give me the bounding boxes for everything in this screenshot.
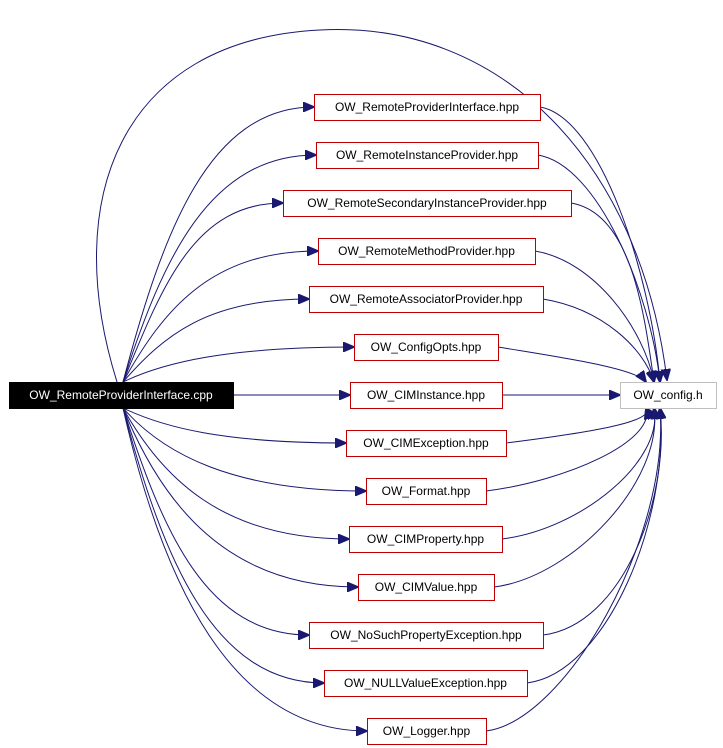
header-node-1[interactable]: OW_RemoteInstanceProvider.hpp	[316, 142, 539, 169]
header-node-1-label: OW_RemoteInstanceProvider.hpp	[336, 148, 518, 162]
sink-node-label: OW_config.h	[633, 388, 702, 402]
edge-root-to-header-7	[122, 407, 346, 443]
header-node-1-box	[316, 142, 539, 169]
header-node-3-box	[318, 238, 536, 265]
edge-root-to-header-10	[122, 407, 358, 587]
edge-root-to-header-13	[122, 407, 367, 731]
nodes-layer: OW_RemoteProviderInterface.cpp OW_config.…	[9, 94, 717, 745]
header-node-9-box	[349, 526, 503, 553]
edge-header-0-to-sink	[539, 106, 660, 382]
root-node-box	[9, 382, 234, 409]
edge-root-to-header-1	[122, 155, 316, 383]
header-node-7-label: OW_CIMException.hpp	[363, 436, 489, 450]
edge-root-to-header-8	[122, 407, 366, 491]
edge-header-5-to-sink	[497, 346, 646, 382]
header-node-13-label: OW_Logger.hpp	[383, 724, 471, 738]
header-node-2-box	[283, 190, 572, 217]
header-node-11[interactable]: OW_NoSuchPropertyException.hpp	[309, 622, 544, 649]
edge-root-to-header-0	[122, 107, 314, 383]
header-node-0-box	[314, 94, 541, 121]
edge-root-to-header-3	[122, 251, 318, 383]
header-node-12-box	[324, 670, 528, 697]
header-node-3[interactable]: OW_RemoteMethodProvider.hpp	[318, 238, 536, 265]
header-node-13-box	[367, 718, 487, 745]
header-node-6[interactable]: OW_CIMInstance.hpp	[350, 382, 503, 409]
header-node-9[interactable]: OW_CIMProperty.hpp	[349, 526, 503, 553]
edge-header-12-to-sink	[526, 408, 661, 684]
header-node-8[interactable]: OW_Format.hpp	[366, 478, 487, 505]
header-node-9-label: OW_CIMProperty.hpp	[367, 532, 484, 546]
header-node-4-label: OW_RemoteAssociatorProvider.hpp	[330, 292, 523, 306]
edge-root-to-header-12	[122, 407, 324, 683]
root-node-label: OW_RemoteProviderInterface.cpp	[29, 388, 213, 402]
edge-header-2-to-sink	[570, 202, 654, 382]
header-node-5[interactable]: OW_ConfigOpts.hpp	[354, 334, 499, 361]
edge-root-to-header-11	[122, 407, 309, 635]
header-node-5-box	[354, 334, 499, 361]
edge-header-8-to-sink	[485, 408, 647, 492]
header-node-7-box	[346, 430, 507, 457]
header-node-8-box	[366, 478, 487, 505]
header-node-11-label: OW_NoSuchPropertyException.hpp	[330, 628, 522, 642]
header-node-12[interactable]: OW_NULLValueException.hpp	[324, 670, 528, 697]
header-node-5-label: OW_ConfigOpts.hpp	[371, 340, 482, 354]
header-node-4-box	[309, 286, 544, 313]
edge-header-10-to-sink	[493, 408, 655, 588]
header-node-10-box	[358, 574, 495, 601]
edge-header-7-to-sink	[505, 408, 647, 444]
header-node-12-label: OW_NULLValueException.hpp	[344, 676, 507, 690]
edge-root-to-header-9	[122, 407, 349, 539]
edges-layer	[96, 29, 667, 731]
edge-root-to-header-5	[122, 347, 354, 383]
header-node-6-label: OW_CIMInstance.hpp	[367, 388, 485, 402]
edge-root-to-header-2	[122, 203, 283, 383]
header-node-3-label: OW_RemoteMethodProvider.hpp	[338, 244, 515, 258]
header-node-6-box	[350, 382, 503, 409]
header-node-0-label: OW_RemoteProviderInterface.hpp	[335, 100, 519, 114]
edge-header-3-to-sink	[534, 250, 654, 382]
header-node-2-label: OW_RemoteSecondaryInstanceProvider.hpp	[307, 196, 547, 210]
edge-header-4-to-sink	[542, 298, 654, 382]
header-node-10-label: OW_CIMValue.hpp	[375, 580, 478, 594]
edge-root-to-sink-direct	[96, 29, 667, 383]
header-node-0[interactable]: OW_RemoteProviderInterface.hpp	[314, 94, 541, 121]
root-node[interactable]: OW_RemoteProviderInterface.cpp	[9, 382, 234, 409]
header-node-8-label: OW_Format.hpp	[382, 484, 471, 498]
header-node-7[interactable]: OW_CIMException.hpp	[346, 430, 507, 457]
sink-node-box	[620, 382, 717, 409]
header-node-2[interactable]: OW_RemoteSecondaryInstanceProvider.hpp	[283, 190, 572, 217]
header-node-4[interactable]: OW_RemoteAssociatorProvider.hpp	[309, 286, 544, 313]
edge-header-9-to-sink	[501, 408, 655, 540]
header-node-11-box	[309, 622, 544, 649]
edge-root-to-header-4	[122, 299, 309, 383]
header-node-10[interactable]: OW_CIMValue.hpp	[358, 574, 495, 601]
header-node-13[interactable]: OW_Logger.hpp	[367, 718, 487, 745]
edge-header-13-to-sink	[485, 408, 661, 732]
sink-node[interactable]: OW_config.h	[620, 382, 717, 409]
